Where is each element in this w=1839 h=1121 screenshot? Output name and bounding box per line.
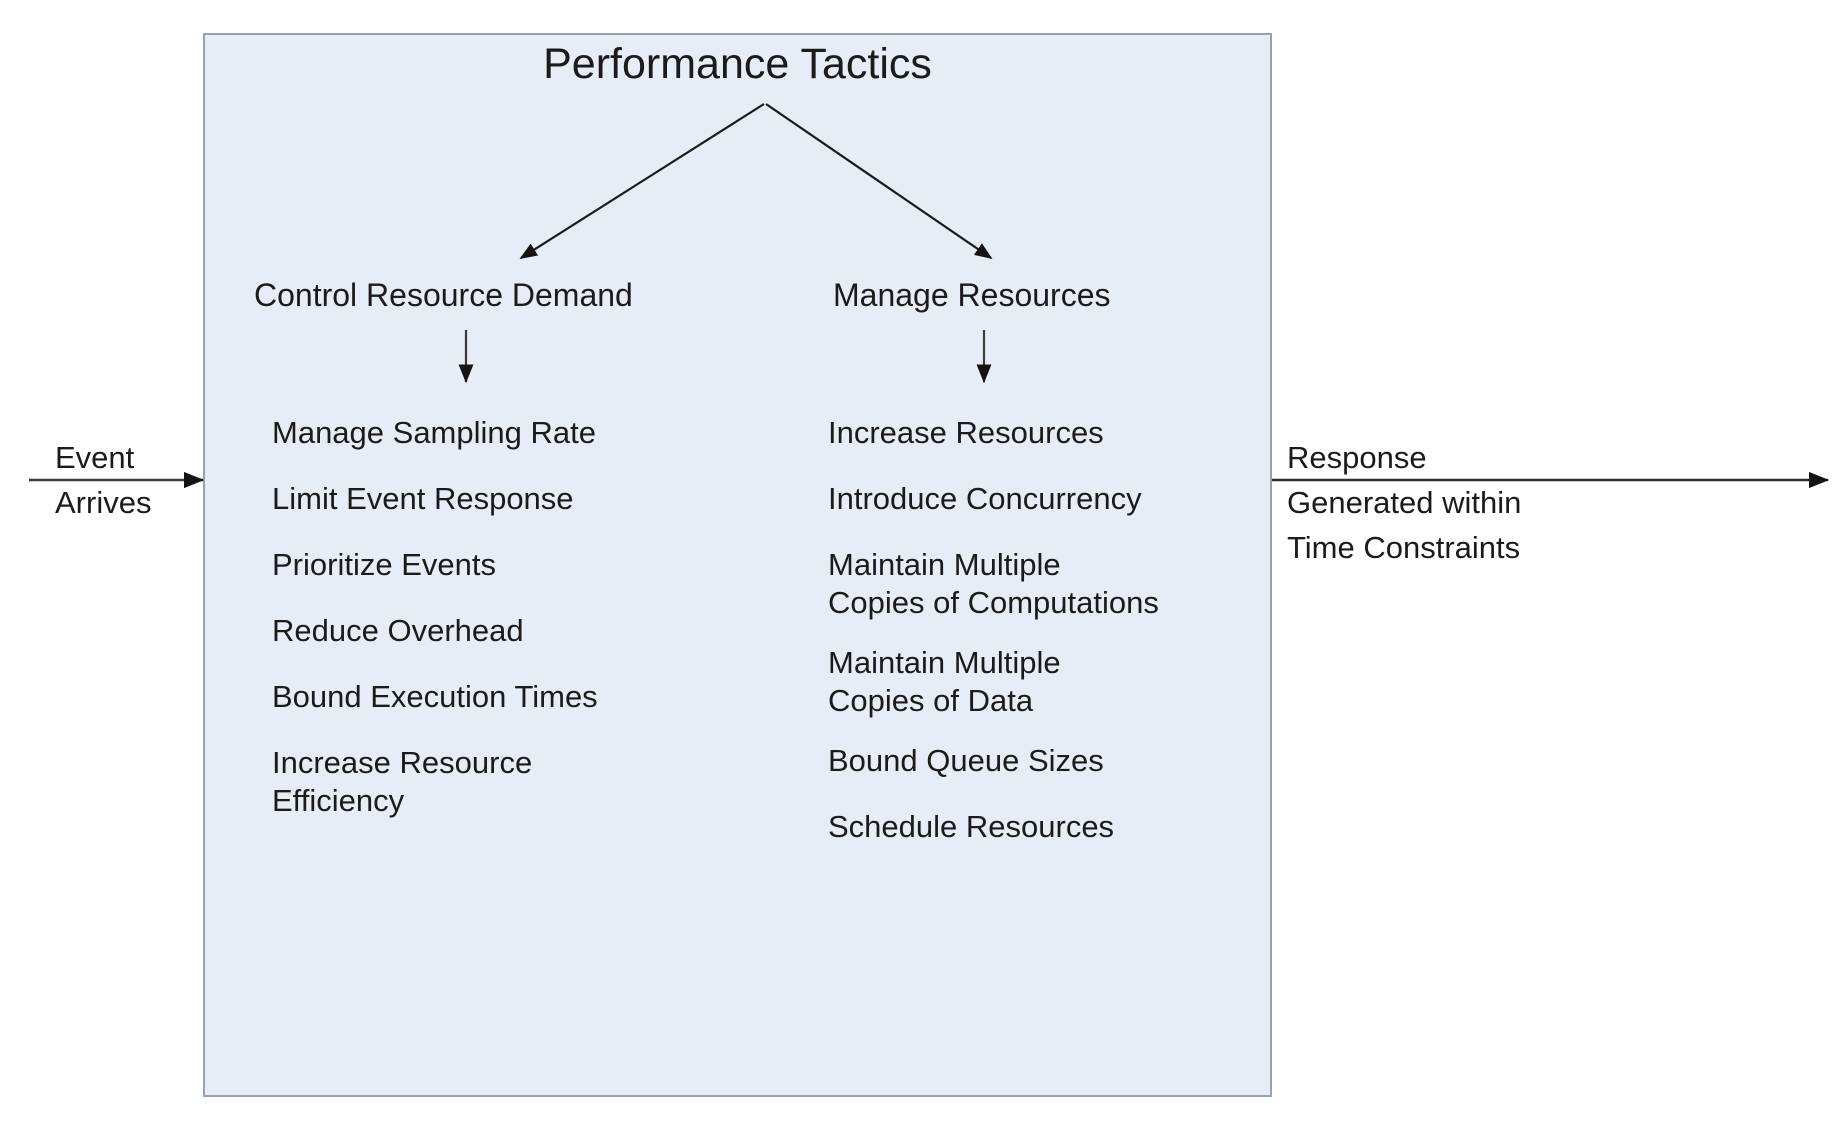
branch-heading-control-resource-demand: Control Resource Demand — [254, 277, 633, 313]
branch-heading-manage-resources: Manage Resources — [833, 277, 1111, 313]
input-label-line-2: Arrives — [55, 485, 152, 520]
output-label-response-generated: Response Generated within Time Constrain… — [1287, 435, 1521, 570]
tactic-item: Increase Resources — [828, 415, 1104, 450]
tactic-item: Bound Execution Times — [272, 679, 598, 714]
output-label-line-3: Time Constraints — [1287, 530, 1521, 565]
tactic-item: Schedule Resources — [828, 809, 1115, 844]
tactic-item: Reduce Overhead — [272, 613, 524, 648]
page-title: Performance Tactics — [543, 40, 932, 88]
tactic-item: Maintain Multiple Copies of Data — [828, 645, 1061, 718]
output-label-line-1: Response — [1287, 440, 1427, 475]
tactic-item: Increase Resource Efficiency — [272, 745, 533, 818]
tactic-item: Maintain Multiple Copies of Computations — [828, 547, 1159, 620]
tactic-item: Limit Event Response — [272, 481, 574, 516]
tactic-item: Manage Sampling Rate — [272, 415, 596, 450]
tactic-item: Bound Queue Sizes — [828, 743, 1104, 778]
input-label-line-1: Event — [55, 440, 135, 475]
tactic-item: Introduce Concurrency — [828, 481, 1142, 516]
output-label-line-2: Generated within — [1287, 485, 1522, 520]
tactic-list-control-resource-demand: Manage Sampling Rate Limit Event Respons… — [272, 414, 702, 842]
tactic-list-manage-resources: Increase Resources Introduce Concurrency… — [828, 414, 1258, 874]
input-label-event-arrives: Event Arrives — [55, 435, 151, 525]
tactic-item: Prioritize Events — [272, 547, 496, 582]
